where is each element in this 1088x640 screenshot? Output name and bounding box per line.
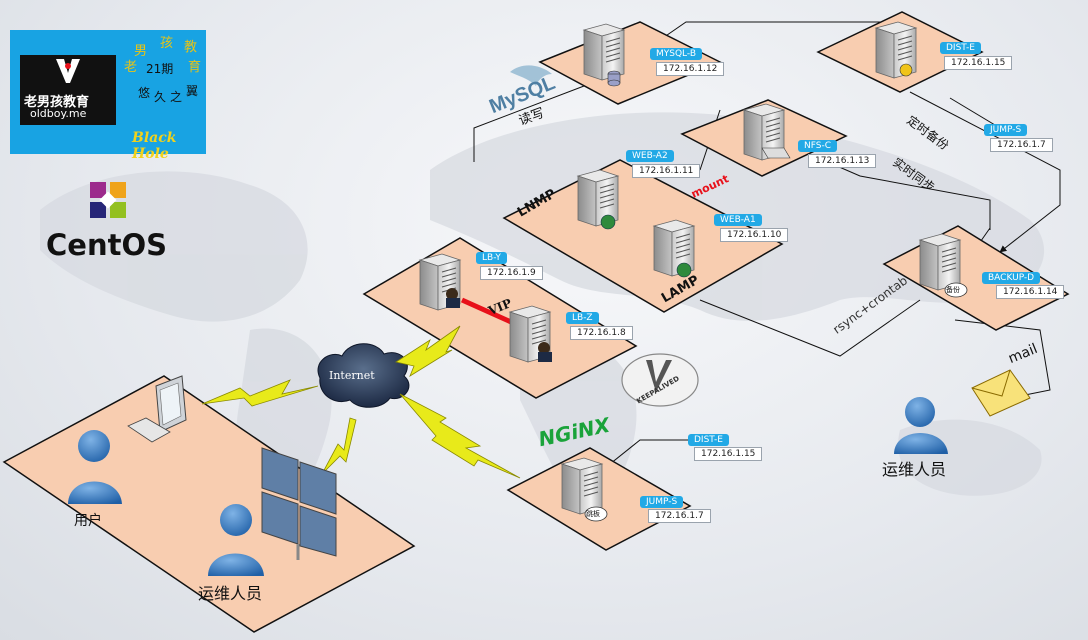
server-nfs xyxy=(743,103,791,161)
slogan-char-4: 老 xyxy=(124,60,138,75)
server-dist xyxy=(875,21,917,79)
server-tag-jump-s-top: JUMP-S xyxy=(984,124,1028,136)
server-tag-dist-e-top: DIST-E xyxy=(940,42,981,54)
server-ip-nfs-c: 172.16.1.13 xyxy=(808,154,877,168)
server-ip-jump-s-bottom: 172.16.1.7 xyxy=(648,509,711,523)
person-ops-right xyxy=(894,397,948,454)
server-ip-dist-e-top: 172.16.1.15 xyxy=(944,56,1013,70)
lightning-internet-jump xyxy=(399,393,521,479)
brand-cn: 老男孩教育 xyxy=(24,95,90,110)
mysql-dolphin-icon xyxy=(510,65,552,86)
server-ip-lb-z: 172.16.1.8 xyxy=(570,326,633,340)
server-tag-dist-e-bottom: DIST-E xyxy=(688,434,729,446)
oldboy-logo: 老男孩教育 oldboy.me 男 孩 教 老 21期 育 悠 久 之 翼 Bl… xyxy=(10,30,206,162)
lightning-user-internet xyxy=(201,379,319,407)
ops-left-label: 运维人员 xyxy=(198,584,263,603)
black-hole-text: Black Hole xyxy=(132,130,177,162)
server-tag-backup-d: BACKUP-D xyxy=(982,272,1041,284)
server-backup xyxy=(919,233,968,298)
mail-envelope-icon xyxy=(971,369,1031,417)
server-tag-web-a2: WEB-A2 xyxy=(626,150,674,162)
backup-badge: 备份 xyxy=(946,286,960,294)
slogan-char-1: 男 xyxy=(134,44,148,59)
user-computer xyxy=(127,375,187,443)
person-user xyxy=(68,430,122,504)
jump-badge: 跳板 xyxy=(586,510,600,518)
internet-cloud xyxy=(317,343,410,408)
server-ip-web-a2: 172.16.1.11 xyxy=(632,164,701,178)
server-tag-lb-z: LB-Z xyxy=(566,312,599,324)
lightning-internet-lb xyxy=(394,325,461,377)
internet-label: Internet xyxy=(329,369,375,382)
oldboy-logo-mark: 老男孩教育 oldboy.me xyxy=(20,55,116,125)
server-tag-lb-y: LB-Y xyxy=(476,252,507,264)
centos-wordmark: CentOS xyxy=(46,228,167,262)
server-jump xyxy=(561,457,608,522)
slogan-char-6: 育 xyxy=(188,60,202,75)
server-web-a1 xyxy=(653,219,695,278)
slogan-char-9: 之 xyxy=(170,90,183,104)
slogan-char-3: 教 xyxy=(184,40,198,55)
server-tag-mysql-b: MYSQL-B xyxy=(650,48,703,60)
slogan-char-10: 翼 xyxy=(186,84,199,98)
server-ip-mysql-b: 172.16.1.12 xyxy=(656,62,725,76)
slogan-char-2: 孩 xyxy=(160,36,174,51)
server-ip-lb-y: 172.16.1.9 xyxy=(480,266,543,280)
server-ip-dist-e-bottom: 172.16.1.15 xyxy=(694,447,763,461)
server-tag-web-a1: WEB-A1 xyxy=(714,214,762,226)
ops-right-label: 运维人员 xyxy=(882,460,947,479)
edge-web-to-mysql xyxy=(473,85,585,162)
keepalived-logo xyxy=(621,353,699,407)
edge-rsync-crontab xyxy=(699,299,921,357)
server-ip-jump-s-top: 172.16.1.7 xyxy=(990,138,1053,152)
server-lb-z xyxy=(509,305,552,363)
brand-url: oldboy.me xyxy=(30,107,87,120)
v-mark-icon xyxy=(56,59,80,85)
server-tag-nfs-c: NFS-C xyxy=(798,140,837,152)
server-tag-jump-s-bottom: JUMP-S xyxy=(640,496,684,508)
lightning-links xyxy=(201,325,521,479)
server-ip-web-a1: 172.16.1.10 xyxy=(720,228,789,242)
server-web-a2 xyxy=(577,169,619,230)
lightning-monitor-internet xyxy=(321,417,357,475)
person-ops-left xyxy=(208,504,264,576)
server-lb-y xyxy=(419,253,461,311)
server-mysql xyxy=(583,23,625,87)
slogan-char-8: 久 xyxy=(154,90,167,104)
centos-logo-mark xyxy=(90,182,126,218)
server-ip-backup-d: 172.16.1.14 xyxy=(996,285,1065,299)
user-label: 用户 xyxy=(74,513,102,529)
slogan-class: 21期 xyxy=(146,62,174,76)
edge-dist-to-jump xyxy=(949,97,1001,129)
monitor-wall xyxy=(261,447,337,560)
slogan-char-7: 悠 xyxy=(138,86,151,100)
